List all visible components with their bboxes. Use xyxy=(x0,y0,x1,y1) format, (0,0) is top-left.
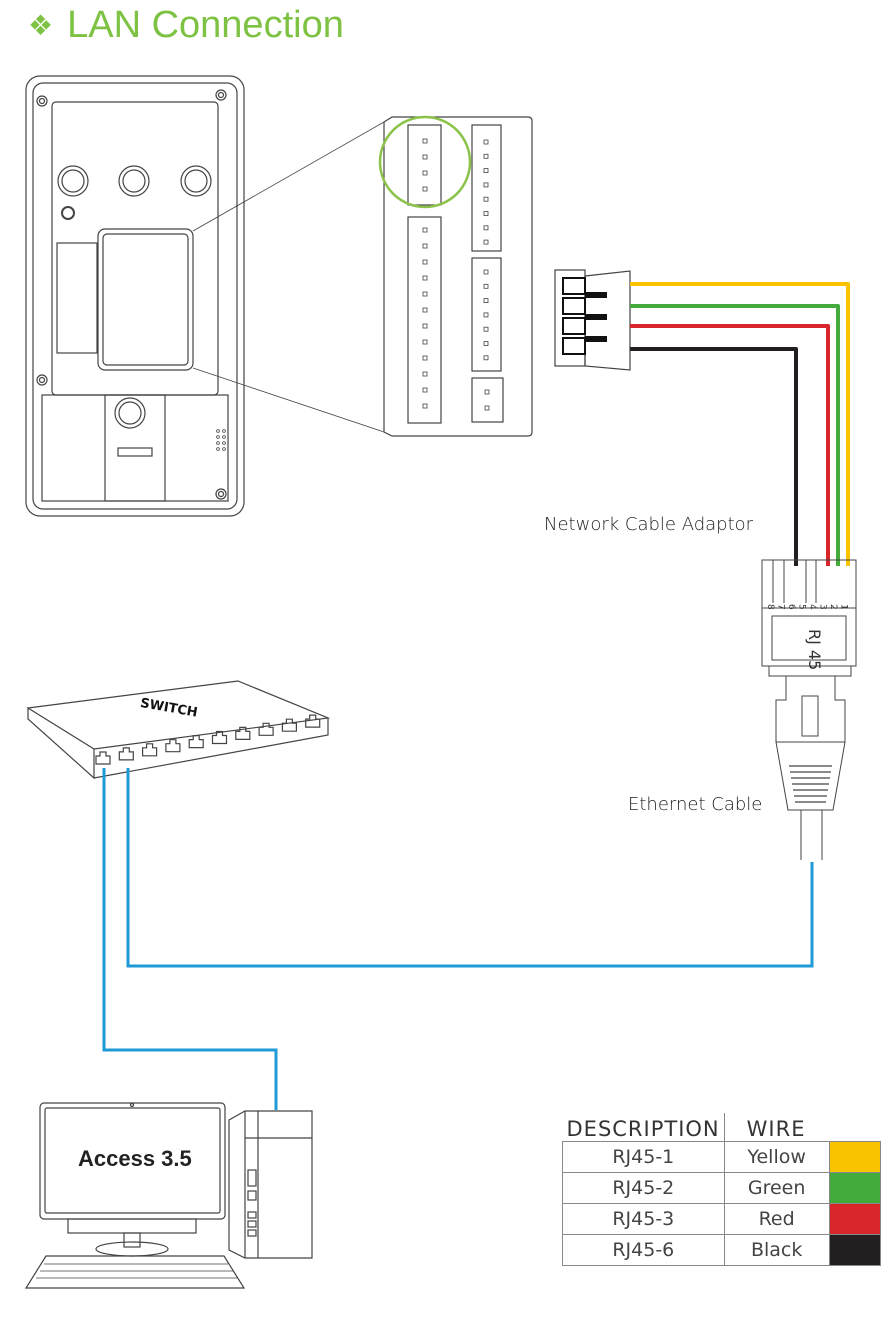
header-wire: WIRE xyxy=(746,1117,806,1141)
switch-port xyxy=(118,747,134,761)
pin xyxy=(483,225,489,231)
switch-to-pc-cable xyxy=(102,768,278,1110)
switch-label: SWITCH xyxy=(139,696,199,721)
lan-port-highlight xyxy=(378,115,472,209)
color-swatch xyxy=(828,1172,881,1204)
pin xyxy=(422,323,428,329)
page-title: ❖ LAN Connection xyxy=(28,4,344,47)
row-wire: Red xyxy=(723,1203,830,1235)
ethernet-cable-label: Ethernet Cable xyxy=(628,794,763,815)
pin xyxy=(484,389,490,395)
pin xyxy=(422,291,428,297)
pin xyxy=(422,371,428,377)
wire-black xyxy=(630,347,798,566)
adaptor-wires xyxy=(630,282,850,566)
rj45-pin-label: 7 xyxy=(776,604,786,610)
pin xyxy=(483,153,489,159)
title-text: LAN Connection xyxy=(67,4,344,46)
switch-port xyxy=(165,739,181,753)
pin xyxy=(422,387,428,393)
pin xyxy=(422,275,428,281)
wire-red xyxy=(630,324,830,566)
pin xyxy=(422,259,428,265)
boot-ridges xyxy=(789,765,832,803)
network-cable-adaptor-label: Network Cable Adaptor xyxy=(544,514,754,535)
pin xyxy=(422,307,428,313)
pin xyxy=(483,139,489,145)
rj45-pin-label: 1 xyxy=(839,604,849,610)
switch-to-device-cable xyxy=(126,768,814,968)
rj45-pin-label: 3 xyxy=(818,604,828,610)
pin xyxy=(422,355,428,361)
pin xyxy=(483,269,489,275)
rj45-label: RJ 45 xyxy=(805,629,824,670)
adaptor-plug xyxy=(554,269,631,371)
pin xyxy=(422,243,428,249)
switch-port xyxy=(258,722,274,736)
switch-port xyxy=(305,714,321,728)
switch-ports xyxy=(95,714,321,765)
pin xyxy=(483,211,489,216)
pin xyxy=(422,227,428,233)
pin xyxy=(422,138,428,144)
row-description: RJ45-2 xyxy=(562,1172,725,1204)
row-description: RJ45-3 xyxy=(562,1203,725,1235)
row-wire: Black xyxy=(723,1234,830,1266)
connector-panel xyxy=(378,115,533,437)
rj45-pin-label: 2 xyxy=(828,604,838,610)
ethernet-cables xyxy=(102,768,814,1110)
pin xyxy=(483,326,489,332)
pin xyxy=(483,312,489,318)
row-description: RJ45-1 xyxy=(562,1141,725,1173)
wire-green xyxy=(630,304,840,566)
pin xyxy=(422,170,428,176)
switch-port xyxy=(211,730,228,745)
switch-port xyxy=(95,751,111,765)
pin xyxy=(483,283,489,289)
rj45-pin-label: 6 xyxy=(786,604,796,610)
computer xyxy=(24,1102,313,1289)
pin xyxy=(483,168,489,174)
pin xyxy=(483,182,489,188)
switch-port xyxy=(235,726,251,740)
connector-pins xyxy=(422,138,490,411)
pin xyxy=(422,403,428,409)
rj45-connector xyxy=(761,559,857,860)
rj45-pin-label: 8 xyxy=(765,604,775,610)
pin xyxy=(483,341,489,346)
device-back-panel xyxy=(25,75,385,517)
pin xyxy=(483,355,489,361)
color-swatch xyxy=(828,1141,881,1173)
rj45-pin-label: 4 xyxy=(807,604,817,610)
wire-yellow xyxy=(630,282,850,566)
switch-port xyxy=(142,743,158,757)
pin xyxy=(422,339,428,345)
computer-screen-text: Access 3.5 xyxy=(78,1146,192,1171)
row-description: RJ45-6 xyxy=(562,1234,725,1266)
pin xyxy=(484,405,490,411)
row-wire: Yellow xyxy=(723,1141,830,1173)
header-description: DESCRIPTION xyxy=(562,1113,725,1142)
pin xyxy=(483,196,489,202)
pin xyxy=(483,298,489,304)
row-wire: Green xyxy=(723,1172,830,1204)
color-swatch xyxy=(828,1203,881,1235)
color-swatch xyxy=(828,1234,881,1266)
four-diamonds-icon: ❖ xyxy=(28,10,54,41)
pin xyxy=(483,239,489,245)
network-switch: SWITCH xyxy=(26,680,331,780)
pin xyxy=(422,186,428,192)
rj45-pin-label: 5 xyxy=(797,604,807,610)
switch-port xyxy=(188,735,204,749)
switch-port xyxy=(281,718,297,732)
pin xyxy=(422,154,428,160)
